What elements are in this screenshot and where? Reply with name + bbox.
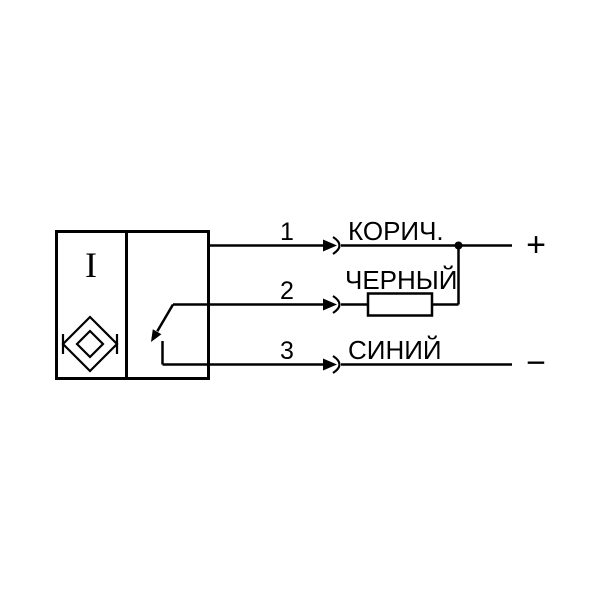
connector-socket-icon — [332, 355, 341, 374]
connector-pin-icon — [323, 239, 337, 252]
wire-2: 2 ЧЕРНЫЙ — [208, 241, 463, 317]
wire-3: 3 СИНИЙ − — [208, 335, 546, 382]
wire-3-connector-icon — [323, 355, 341, 374]
minus-terminal-label: − — [526, 344, 546, 382]
wire-2-color-label: ЧЕРНЫЙ — [345, 265, 458, 295]
load-resistor — [366, 292, 434, 317]
wire-1-number: 1 — [280, 218, 294, 246]
switch-symbol — [151, 303, 208, 366]
proximity-sensor-icon — [61, 315, 119, 373]
sensor-marking-label: I — [85, 245, 97, 285]
connector-pin-icon — [323, 298, 337, 311]
wire-1-color-label: КОРИЧ. — [348, 216, 444, 246]
wire-1: 1 КОРИЧ. + — [208, 216, 546, 264]
wire-3-number: 3 — [280, 337, 294, 365]
switch-arm — [156, 303, 175, 332]
connector-pin-icon — [323, 358, 337, 371]
connector-socket-icon — [332, 295, 341, 314]
wire-3-color-label: СИНИЙ — [348, 335, 442, 365]
diamond-outer — [61, 315, 119, 373]
wire-2-number: 2 — [280, 277, 294, 305]
switch-arrow-icon — [151, 329, 162, 342]
plus-terminal-label: + — [526, 226, 546, 264]
diamond-inner — [75, 329, 105, 359]
connector-socket-icon — [332, 236, 341, 255]
sensor-body: I — [55, 230, 210, 380]
wire-1-connector-icon — [323, 236, 341, 255]
wire-2-connector-icon — [323, 295, 341, 314]
junction-dot — [454, 241, 463, 250]
